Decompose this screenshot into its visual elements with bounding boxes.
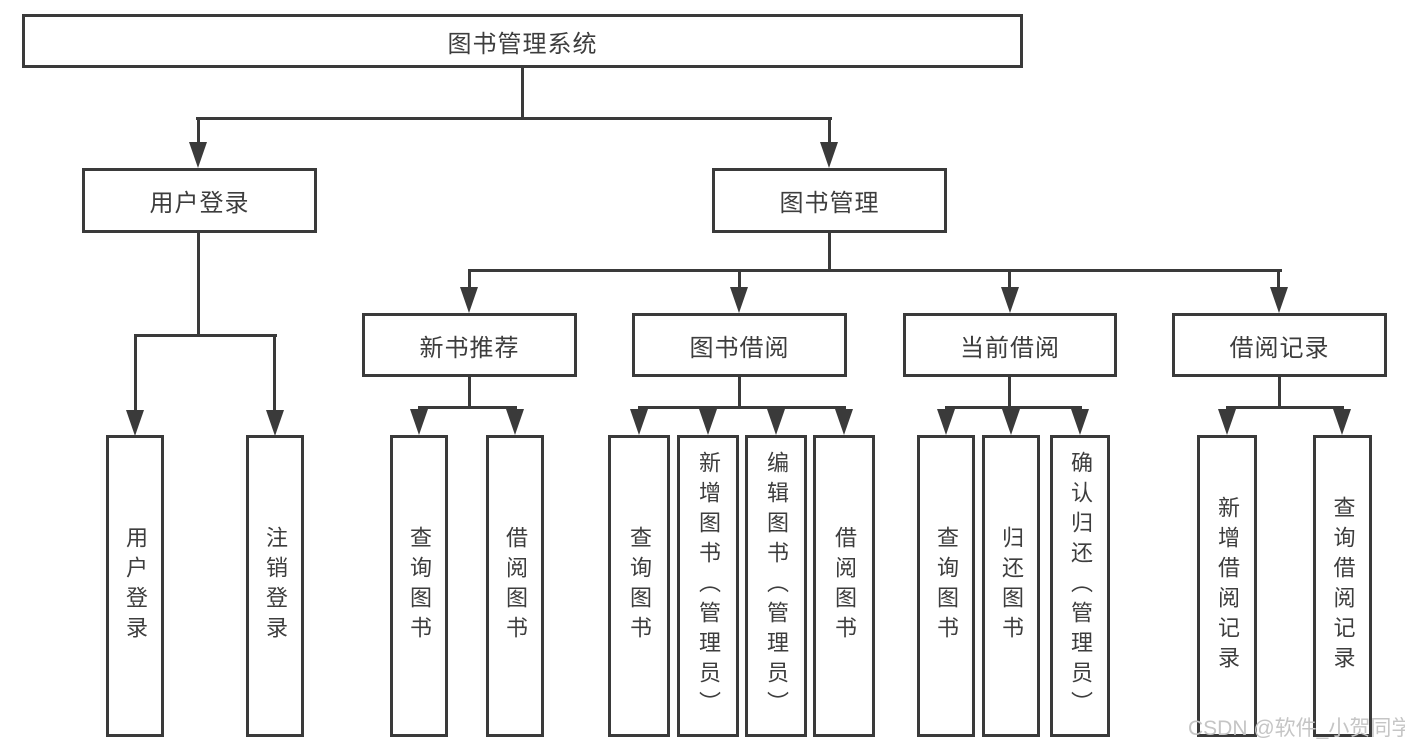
- leaf-br-add-borrow-record: 新增借阅记录: [1197, 435, 1257, 737]
- node-new-book-recommend: 新书推荐: [362, 313, 577, 377]
- arrowhead-nb-query: [410, 409, 428, 435]
- connector-drop-borrow-records: [1277, 269, 1280, 287]
- leaf-cb-confirm-return-admin: 确认归还（管理员）: [1050, 435, 1110, 737]
- leaf-label: 新增图书（管理员）: [696, 451, 721, 721]
- connector-bookborrow-stub: [738, 377, 741, 409]
- leaf-br-query-borrow-record: 查询借阅记录: [1313, 435, 1372, 737]
- arrowhead-cb-query: [937, 409, 955, 435]
- leaf-bb-borrow-books: 借阅图书: [813, 435, 875, 737]
- leaf-label: 新增借阅记录: [1215, 496, 1240, 676]
- arrowhead-nb-borrow: [506, 409, 524, 435]
- leaf-label: 借阅图书: [832, 526, 857, 646]
- leaf-label: 用户登录: [123, 526, 148, 646]
- leaf-label: 归还图书: [999, 526, 1024, 646]
- node-label: 借阅记录: [1229, 334, 1330, 362]
- connector-level1-hline: [196, 117, 832, 120]
- leaf-label: 注销登录: [263, 526, 288, 646]
- leaf-logout: 注销登录: [246, 435, 304, 737]
- leaf-bb-add-books-admin: 新增图书（管理员）: [677, 435, 739, 737]
- arrowhead-br-add: [1218, 409, 1236, 435]
- connector-drop-book-borrow: [738, 269, 741, 287]
- leaf-cb-return-books: 归还图书: [982, 435, 1040, 737]
- leaf-label: 查询借阅记录: [1330, 496, 1356, 676]
- arrowhead-book-borrow: [730, 287, 748, 313]
- leaf-label: 查询图书: [934, 526, 959, 646]
- arrowhead-leaf-login: [126, 410, 144, 436]
- node-library-management-system: 图书管理系统: [22, 14, 1023, 68]
- arrowhead-user-login: [189, 142, 207, 168]
- arrowhead-br-query: [1333, 409, 1351, 435]
- leaf-nb-query-books: 查询图书: [390, 435, 448, 737]
- arrowhead-bb-edit: [767, 409, 785, 435]
- node-borrow-records: 借阅记录: [1172, 313, 1387, 377]
- connector-drop-new-books: [468, 269, 471, 287]
- leaf-cb-query-books: 查询图书: [917, 435, 975, 737]
- connector-drop-current-borrow: [1008, 269, 1011, 287]
- node-label: 用户登录: [149, 190, 250, 217]
- connector-currentborrow-hline: [945, 406, 1082, 409]
- csdn-watermark: CSDN @软件_小贺同学: [1188, 717, 1405, 740]
- node-label: 当前借阅: [960, 334, 1060, 362]
- arrowhead-bb-borrow: [835, 409, 853, 435]
- leaf-nb-borrow-books: 借阅图书: [486, 435, 544, 737]
- connector-currentborrow-stub: [1008, 377, 1011, 409]
- arrowhead-cb-return: [1002, 409, 1020, 435]
- connector-bookborrow-hline: [638, 406, 846, 409]
- leaf-label: 确认归还（管理员）: [1068, 451, 1093, 721]
- connector-userlogin-stub: [197, 233, 200, 337]
- arrowhead-bb-add: [699, 409, 717, 435]
- connector-userlogin-hline: [134, 334, 277, 337]
- node-book-borrow: 图书借阅: [632, 313, 847, 377]
- connector-drop-user-login: [197, 117, 200, 145]
- node-current-borrow: 当前借阅: [903, 313, 1117, 377]
- leaf-label: 借阅图书: [503, 526, 528, 646]
- arrowhead-cb-confirm: [1071, 409, 1089, 435]
- leaf-label: 编辑图书（管理员）: [764, 451, 789, 721]
- node-label: 图书管理系统: [447, 30, 598, 58]
- connector-drop-leaf-login: [134, 334, 137, 412]
- node-label: 新书推荐: [419, 334, 520, 362]
- connector-drop-leaf-logout: [273, 334, 276, 412]
- arrowhead-book-management: [820, 142, 838, 168]
- leaf-user-login: 用户登录: [106, 435, 164, 737]
- connector-drop-book-management: [828, 117, 831, 145]
- arrowhead-leaf-logout: [266, 410, 284, 436]
- connector-newbooks-hline: [418, 406, 517, 409]
- node-label: 图书借阅: [689, 334, 790, 362]
- leaf-label: 查询图书: [627, 526, 652, 646]
- connector-bookmgmt-hline: [468, 269, 1282, 272]
- leaf-bb-edit-books-admin: 编辑图书（管理员）: [745, 435, 807, 737]
- connector-newbooks-stub: [468, 377, 471, 409]
- arrowhead-borrow-records: [1270, 287, 1288, 313]
- connector-bookmgmt-stub: [828, 233, 831, 272]
- arrowhead-current-borrow: [1001, 287, 1019, 313]
- connector-borrowrecords-hline: [1226, 406, 1344, 409]
- node-book-management: 图书管理: [712, 168, 947, 233]
- arrowhead-bb-query: [630, 409, 648, 435]
- node-user-login: 用户登录: [82, 168, 317, 233]
- connector-borrowrecords-stub: [1278, 377, 1281, 409]
- arrowhead-new-books: [460, 287, 478, 313]
- leaf-bb-query-books: 查询图书: [608, 435, 670, 737]
- node-label: 图书管理: [779, 190, 880, 217]
- leaf-label: 查询图书: [407, 526, 432, 646]
- connector-root-stub: [521, 68, 524, 120]
